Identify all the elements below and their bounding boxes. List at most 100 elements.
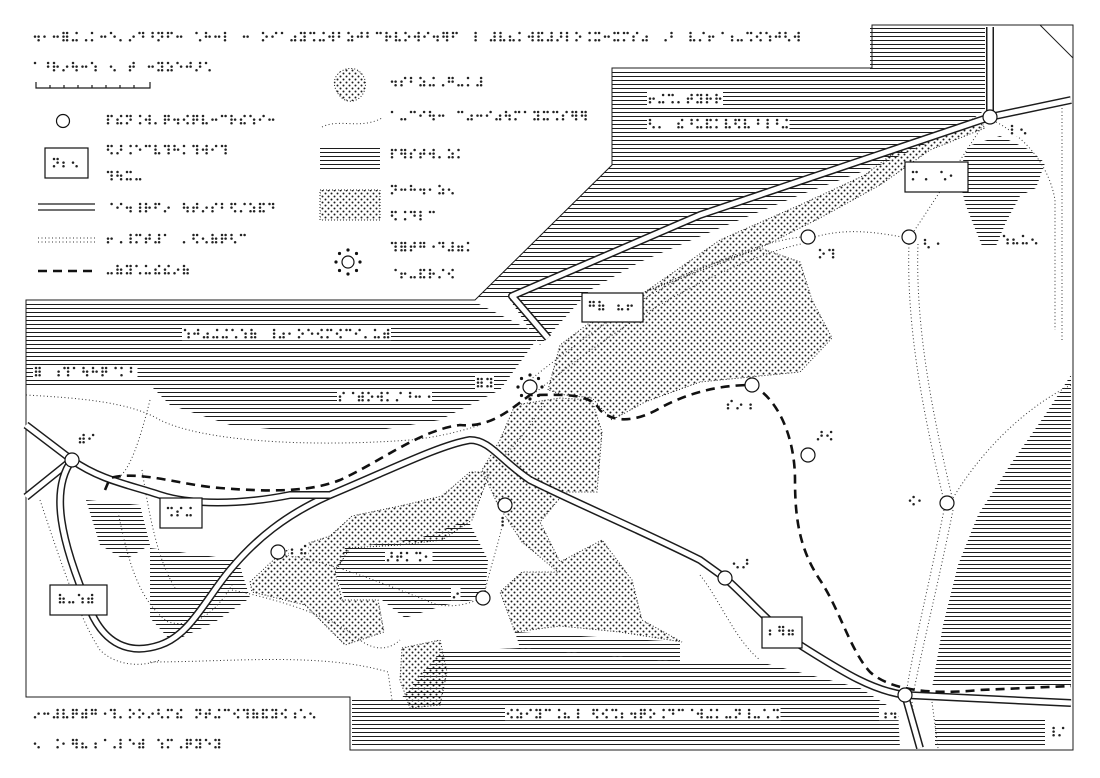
braille-dot — [404, 38, 407, 42]
viewpoint-icon — [334, 248, 362, 276]
braille-dot — [135, 264, 138, 268]
braille-dot — [144, 202, 148, 206]
braille-dot — [705, 100, 709, 104]
braille-dot — [776, 708, 779, 712]
braille-dot — [220, 233, 224, 237]
braille-dot — [113, 708, 116, 712]
braille-dot — [781, 632, 785, 636]
place-marker[interactable] — [800, 447, 816, 463]
label-box[interactable] — [761, 616, 803, 649]
braille-dot — [495, 117, 498, 121]
braille-dot — [224, 233, 227, 237]
braille-dot — [56, 745, 59, 749]
braille-dot — [62, 600, 65, 604]
braille-dot — [749, 403, 752, 406]
place-marker[interactable] — [270, 544, 286, 560]
place-marker[interactable] — [901, 229, 917, 245]
braille-dot — [331, 35, 335, 38]
braille-label-background — [475, 376, 494, 390]
braille-dot — [438, 275, 441, 279]
braille-dot — [250, 332, 253, 335]
braille-dot — [272, 335, 276, 339]
braille-dot — [588, 300, 592, 304]
trail — [931, 701, 939, 749]
braille-dot — [367, 391, 370, 395]
place-marker[interactable] — [475, 590, 491, 606]
braille-dot — [403, 272, 407, 275]
braille-dot — [309, 712, 312, 715]
braille-dot — [730, 399, 733, 403]
braille-dot — [831, 248, 835, 252]
braille-dot — [447, 188, 451, 191]
braille-dot — [157, 202, 161, 206]
place-marker[interactable] — [497, 497, 513, 513]
braille-dot — [166, 745, 170, 749]
braille-dot — [119, 271, 123, 275]
braille-dot — [262, 114, 265, 118]
braille-dot — [831, 252, 835, 255]
braille-dot — [230, 114, 233, 118]
braille-dot — [489, 38, 493, 42]
woods-layer — [249, 117, 986, 709]
braille-map-label — [647, 117, 790, 131]
place-marker[interactable] — [744, 377, 760, 393]
braille-dot — [441, 191, 445, 195]
braille-dot — [724, 125, 728, 129]
braille-dot — [307, 328, 310, 332]
braille-dot — [106, 237, 110, 240]
braille-dot — [550, 35, 553, 38]
braille-dot — [504, 110, 508, 114]
braille-dot — [508, 38, 512, 42]
braille-dot — [709, 125, 712, 129]
braille-dot — [138, 206, 142, 209]
braille-dot — [120, 373, 123, 377]
braille-dot — [195, 148, 199, 151]
braille-dot — [598, 307, 601, 311]
braille-dot — [110, 202, 113, 206]
braille-dot — [299, 708, 303, 712]
braille-dot — [144, 206, 148, 209]
braille-dot — [211, 118, 214, 121]
braille-dot — [540, 38, 544, 42]
braille-label-background — [815, 429, 834, 443]
place-marker[interactable] — [717, 570, 733, 586]
braille-dot — [400, 241, 403, 245]
braille-dot — [394, 248, 397, 252]
braille-dot — [215, 328, 219, 332]
place-marker[interactable] — [64, 452, 80, 468]
braille-dot — [451, 76, 454, 80]
braille-dot — [211, 233, 214, 237]
label-box[interactable] — [581, 292, 644, 323]
braille-dot — [186, 209, 189, 213]
braille-dot — [189, 61, 192, 65]
braille-dot — [214, 118, 218, 121]
braille-dot — [78, 437, 82, 440]
braille-dot — [274, 712, 278, 715]
braille-dot — [705, 122, 709, 125]
braille-map-label — [33, 365, 138, 379]
braille-dot — [225, 328, 228, 332]
braille-dot — [489, 110, 492, 114]
braille-dot — [432, 148, 435, 152]
braille-dot — [82, 440, 85, 444]
braille-dot — [113, 35, 116, 38]
braille-dot — [204, 31, 208, 35]
label-box[interactable] — [49, 584, 108, 616]
braille-dot — [768, 629, 772, 632]
braille-dot — [214, 35, 217, 38]
braille-dot — [243, 121, 246, 125]
label-box[interactable] — [904, 161, 969, 193]
viewpoint-icon[interactable] — [516, 373, 544, 401]
braille-dot — [328, 35, 331, 38]
place-marker[interactable] — [800, 229, 816, 245]
braille-dot — [138, 233, 142, 237]
braille-dot — [253, 332, 257, 335]
place-marker[interactable] — [897, 687, 913, 703]
braille-dot — [447, 148, 451, 152]
place-marker[interactable] — [982, 109, 998, 125]
braille-dot — [192, 121, 195, 125]
braille-dot — [390, 155, 394, 159]
label-box[interactable] — [159, 497, 203, 529]
braille-dot — [176, 510, 179, 513]
place-marker[interactable] — [939, 495, 955, 511]
